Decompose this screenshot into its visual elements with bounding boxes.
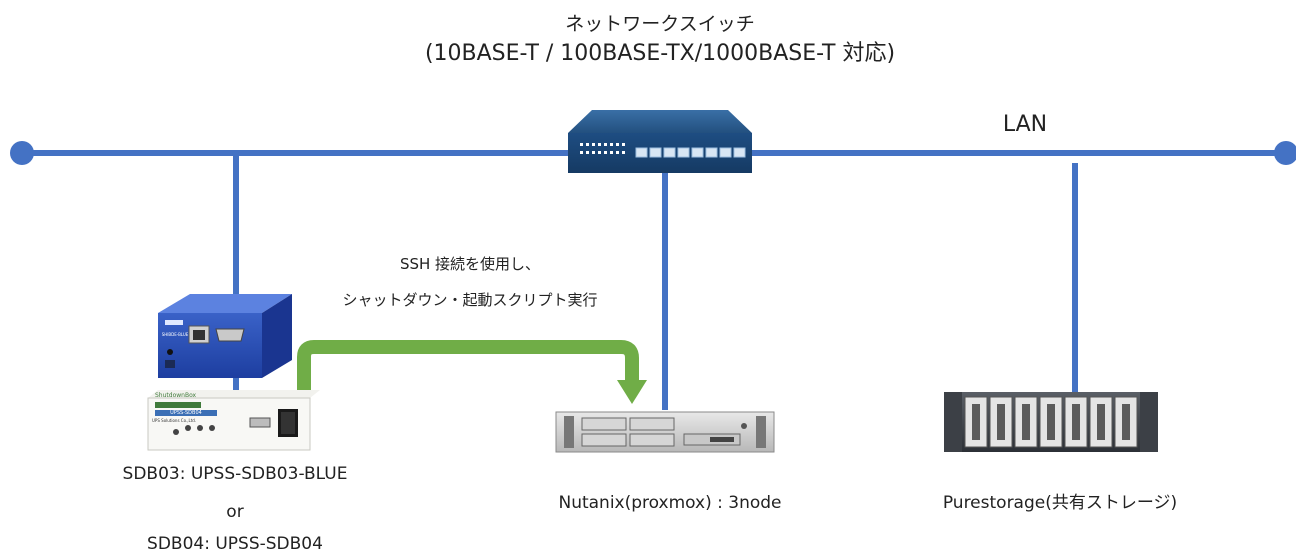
lan-label: LAN [1002, 112, 1048, 137]
sdb04-label-model: UPSS-SDB04 [170, 410, 202, 416]
storage-array-icon [944, 392, 1158, 452]
sdb04-device-icon [147, 390, 320, 451]
lan-endpoint-left [10, 141, 34, 165]
switch-title: ネットワークスイッチ [565, 13, 755, 35]
server-icon [555, 411, 775, 453]
switch-subtitle: (10BASE-T / 100BASE-TX/1000BASE-T 対応) [424, 41, 896, 66]
nutanix-caption: Nutanix(proxmox) : 3node [558, 493, 782, 513]
or-caption: or [226, 502, 244, 522]
ssh-arrow [297, 340, 647, 404]
sdb04-label-brand: ShutdownBox [155, 392, 197, 399]
sdb04-label-maker: UPS Solutions Co.,Ltd. [152, 418, 197, 423]
sdb03-device-label: SHIBDE-BLUE [161, 332, 189, 337]
storage-caption: Purestorage(共有ストレージ) [942, 493, 1178, 513]
sdb03-caption: SDB03: UPSS-SDB03-BLUE [122, 464, 348, 484]
ssh-arrow-label-line2: シャットダウン・起動スクリプト実行 [342, 291, 598, 309]
ssh-arrow-label-line1: SSH 接続を使用し、 [399, 255, 541, 273]
sdb03-device-icon [158, 294, 292, 378]
network-switch-icon [568, 110, 752, 173]
lan-endpoint-right [1274, 141, 1296, 165]
sdb04-caption: SDB04: UPSS-SDB04 [147, 534, 323, 554]
ssh-arrow-head [617, 380, 647, 404]
